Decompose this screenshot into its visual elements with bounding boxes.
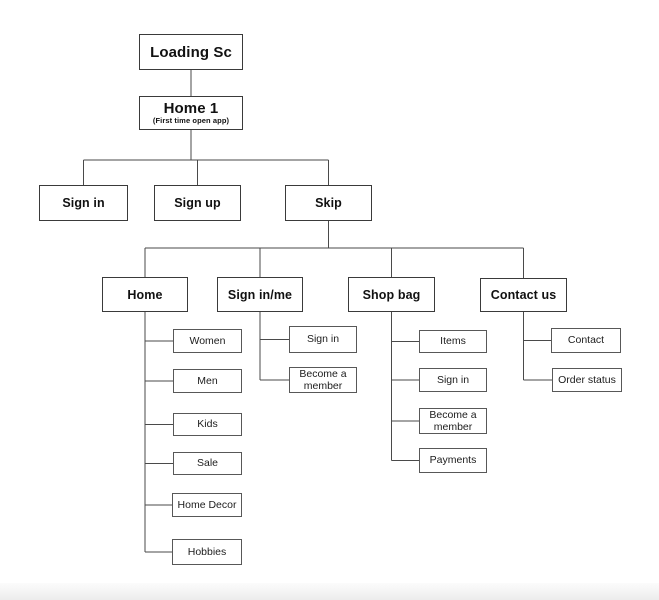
node-sign-in-me: Sign in/me: [217, 277, 303, 312]
bottom-edge-strip: [0, 583, 659, 600]
node-label: Men: [197, 374, 218, 387]
node-sale: Sale: [173, 452, 242, 475]
connector-home1-row2: [82, 130, 330, 185]
node-label: Home Decor: [177, 498, 237, 511]
node-signinme-become-a-member: Become a member: [289, 367, 357, 393]
node-loading-sc: Loading Sc: [139, 34, 243, 70]
node-label: Contact us: [490, 288, 557, 302]
node-shopbag-items: Items: [419, 330, 487, 353]
node-sublabel: (First time open app): [152, 115, 230, 125]
node-label: Home 1: [163, 99, 219, 117]
node-label: Women: [189, 334, 226, 347]
node-label: Contact: [567, 334, 605, 347]
node-label: Sign up: [174, 196, 221, 210]
node-label: Home: [127, 287, 163, 302]
node-contact-us: Contact us: [480, 278, 567, 312]
node-label: Order status: [558, 373, 616, 386]
node-home: Home: [102, 277, 188, 312]
node-label: Become a member: [429, 408, 477, 433]
connector-shopbag-children: [390, 312, 419, 462]
connector-skip-row3: [144, 221, 525, 278]
node-label: Shop bag: [362, 287, 421, 302]
node-label: Kids: [197, 418, 218, 431]
node-label: Payments: [429, 454, 477, 467]
connector-contactus-children: [522, 312, 552, 381]
node-contact: Contact: [551, 328, 621, 353]
node-home-decor: Home Decor: [172, 493, 242, 517]
node-shop-bag: Shop bag: [348, 277, 435, 312]
node-skip: Skip: [285, 185, 372, 221]
node-label: Items: [440, 335, 466, 348]
node-label: Sign in: [436, 373, 470, 386]
node-label: Loading Sc: [150, 43, 232, 61]
node-label: Sign in: [62, 196, 105, 210]
node-label: Become a member: [299, 367, 347, 392]
node-order-status: Order status: [552, 368, 622, 392]
node-signinme-sign-in: Sign in: [289, 326, 357, 353]
node-shopbag-become-a-member: Become a member: [419, 408, 487, 434]
node-label: Sign in: [306, 333, 340, 346]
node-women: Women: [173, 329, 242, 353]
node-hobbies: Hobbies: [172, 539, 242, 565]
node-home-1: Home 1 (First time open app): [139, 96, 243, 130]
node-label: Skip: [315, 196, 342, 210]
node-sign-in: Sign in: [39, 185, 128, 221]
node-shopbag-payments: Payments: [419, 448, 487, 473]
node-label: Sale: [196, 457, 218, 470]
connector-signinme-children: [259, 312, 289, 381]
node-sign-up: Sign up: [154, 185, 241, 221]
node-label: Hobbies: [187, 545, 227, 558]
node-men: Men: [173, 369, 242, 393]
connector-home-children: [144, 312, 173, 553]
node-label: Sign in/me: [227, 287, 293, 302]
node-shopbag-sign-in: Sign in: [419, 368, 487, 392]
node-kids: Kids: [173, 413, 242, 436]
